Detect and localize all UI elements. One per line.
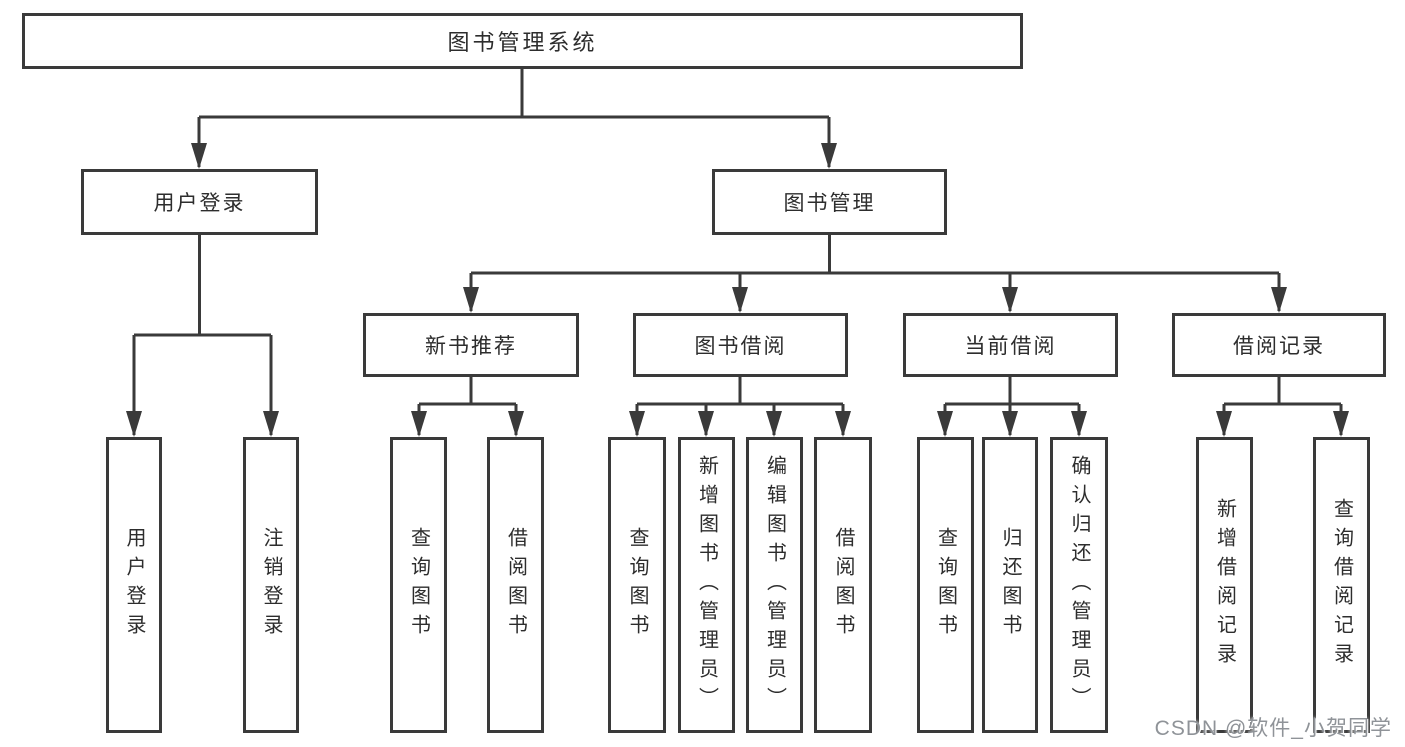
arrowhead (629, 411, 645, 437)
arrowhead (937, 411, 953, 437)
leaf-newrec-query-books: 查询图书 (390, 437, 447, 733)
arrowhead (698, 411, 714, 437)
leaf-logout: 注销登录 (243, 437, 299, 733)
leaf-current-query-books: 查询图书 (917, 437, 974, 733)
connector-root-to-level2 (197, 69, 831, 167)
arrowhead (1002, 411, 1018, 437)
arrowhead (126, 411, 142, 437)
connector-book-management-children (469, 235, 1281, 311)
node-new-book-recommend: 新书推荐 (363, 313, 579, 377)
leaf-newrec-borrow-books: 借阅图书 (487, 437, 544, 733)
csdn-watermark: CSDN @软件_小贺同学 (1154, 717, 1392, 740)
node-book-borrow: 图书借阅 (633, 313, 848, 377)
connector-borrow-records-children (1222, 377, 1343, 435)
node-borrow-records: 借阅记录 (1172, 313, 1386, 377)
leaf-borrow-edit-books-admin: 编辑图书（管理员） (746, 437, 803, 733)
node-book-management: 图书管理 (712, 169, 947, 235)
leaf-records-add-record: 新增借阅记录 (1196, 437, 1253, 733)
node-current-borrow: 当前借阅 (903, 313, 1118, 377)
connector-user-login-children (132, 235, 273, 435)
connector-new-book-children (417, 377, 518, 435)
arrowhead (191, 143, 207, 169)
leaf-current-confirm-return-admin: 确认归还（管理员） (1050, 437, 1108, 733)
arrowhead (1271, 287, 1287, 313)
arrowhead (766, 411, 782, 437)
arrowhead (411, 411, 427, 437)
node-root-system: 图书管理系统 (22, 13, 1023, 69)
leaf-records-query-record: 查询借阅记录 (1313, 437, 1370, 733)
arrowhead (1333, 411, 1349, 437)
leaf-borrow-borrow-books: 借阅图书 (814, 437, 872, 733)
node-user-login: 用户登录 (81, 169, 318, 235)
arrowhead (1002, 287, 1018, 313)
arrowhead (1071, 411, 1087, 437)
leaf-current-return-books: 归还图书 (982, 437, 1038, 733)
leaf-borrow-add-books-admin: 新增图书（管理员） (678, 437, 735, 733)
leaf-user-login: 用户登录 (106, 437, 162, 733)
connector-current-borrow-children (943, 377, 1081, 435)
arrowhead (463, 287, 479, 313)
connector-book-borrow-children (635, 377, 845, 435)
arrowhead (508, 411, 524, 437)
arrowhead (263, 411, 279, 437)
arrowhead (821, 143, 837, 169)
leaf-borrow-query-books: 查询图书 (608, 437, 666, 733)
arrowhead (835, 411, 851, 437)
arrowhead (1216, 411, 1232, 437)
arrowhead (732, 287, 748, 313)
